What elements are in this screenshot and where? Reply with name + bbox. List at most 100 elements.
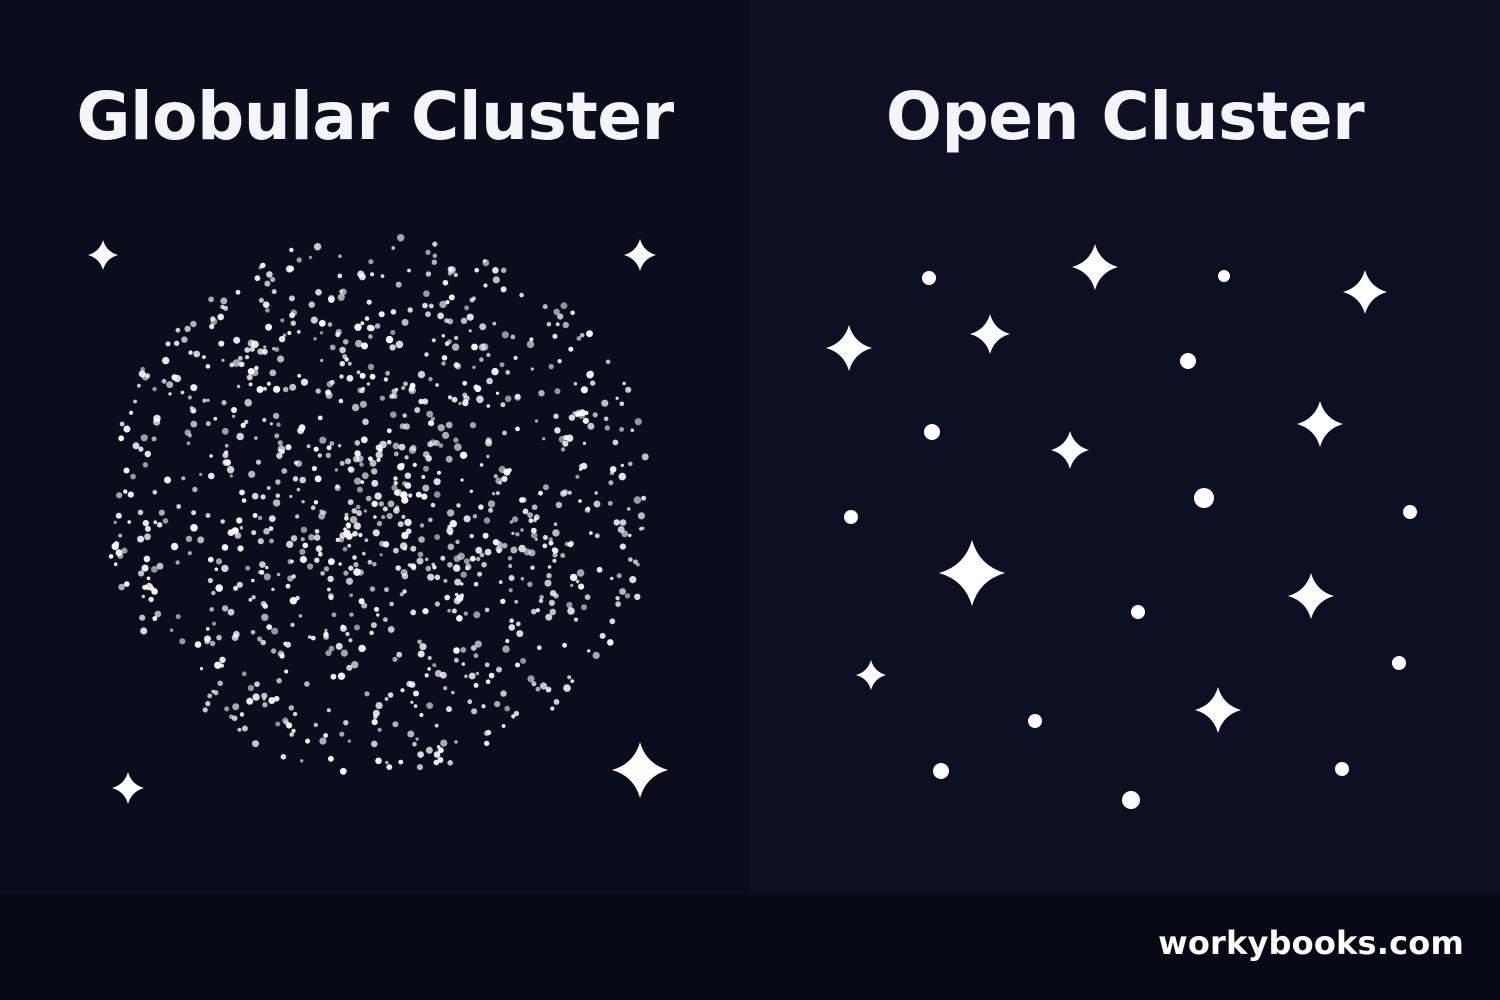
dot-star-icon [1194, 488, 1214, 508]
cluster-star-dot [168, 392, 172, 396]
cluster-star-dot [562, 321, 569, 329]
cluster-star-dot [447, 608, 451, 613]
cluster-star-dot [241, 725, 248, 732]
cluster-star-dot [300, 526, 308, 533]
cluster-star-dot [466, 313, 474, 321]
cluster-star-dot [601, 399, 609, 407]
cluster-star-dot [539, 594, 544, 600]
cluster-star-dot [481, 561, 487, 568]
cluster-star-dot [185, 535, 193, 543]
cluster-star-dot [422, 608, 429, 615]
cluster-star-dot [379, 540, 386, 547]
cluster-star-dot [252, 740, 259, 748]
cluster-star-dot [240, 712, 244, 716]
cluster-star-dot [416, 557, 424, 565]
cluster-star-dot [384, 697, 389, 701]
cluster-star-dot [356, 370, 361, 375]
cluster-star-dot [288, 295, 295, 302]
cluster-star-dot [272, 499, 281, 507]
cluster-star-dot [268, 697, 276, 704]
cluster-star-dot [400, 491, 408, 499]
cluster-star-dot [408, 386, 415, 392]
cluster-star-dot [383, 617, 388, 622]
cluster-star-dot [216, 634, 222, 641]
cluster-star-dot [552, 333, 558, 339]
cluster-star-dot [263, 528, 270, 535]
cluster-star-dot [426, 410, 434, 418]
dot-star-icon [922, 271, 936, 285]
cluster-star-dot [557, 313, 564, 320]
cluster-star-dot [573, 381, 578, 386]
cluster-star-dot [189, 406, 194, 410]
cluster-star-dot [187, 551, 192, 556]
cluster-star-dot [408, 493, 413, 498]
cluster-star-dot [407, 563, 412, 567]
cluster-star-dot [254, 436, 258, 440]
cluster-star-dot [318, 512, 326, 520]
cluster-star-dot [317, 415, 323, 421]
cluster-star-dot [346, 524, 351, 529]
cluster-star-dot [190, 320, 197, 328]
cluster-star-dot [413, 690, 419, 697]
cluster-star-dot [404, 518, 412, 527]
cluster-star-dot [495, 477, 502, 485]
cluster-star-dot [410, 609, 417, 616]
cluster-star-dot [528, 549, 536, 557]
cluster-star-dot [213, 416, 218, 421]
cluster-star-dot [392, 656, 398, 662]
cluster-star-dot [251, 369, 259, 377]
cluster-star-dot [351, 532, 356, 537]
cluster-star-dot [453, 437, 459, 443]
cluster-star-dot [385, 370, 390, 376]
cluster-star-dot [358, 598, 365, 605]
cluster-star-dot [460, 582, 464, 586]
cluster-star-dot [346, 374, 354, 382]
cluster-star-dot [347, 499, 354, 505]
cluster-star-dot [460, 571, 467, 578]
cluster-star-dot [338, 536, 345, 543]
cluster-star-dot [473, 384, 479, 390]
cluster-star-dot [437, 470, 441, 475]
cluster-star-dot [383, 377, 389, 382]
cluster-star-dot [475, 546, 483, 554]
cluster-star-dot [464, 305, 470, 311]
cluster-star-dot [386, 428, 392, 434]
cluster-star-dot [296, 330, 301, 334]
cluster-star-dot [580, 333, 585, 338]
cluster-star-dot [296, 257, 302, 263]
cluster-star-dot [419, 643, 427, 651]
cluster-star-dot [425, 565, 432, 572]
cluster-star-dot [440, 739, 448, 747]
cluster-star-dot [550, 706, 555, 711]
cluster-star-dot [327, 322, 333, 327]
cluster-star-dot [562, 642, 567, 648]
cluster-star-dot [359, 462, 364, 467]
cluster-star-dot [502, 430, 507, 436]
cluster-star-dot [337, 273, 343, 279]
cluster-star-dot [454, 335, 459, 340]
cluster-star-dot [504, 395, 512, 403]
cluster-star-dot [474, 267, 480, 273]
cluster-star-dot [515, 393, 521, 399]
cluster-star-dot [641, 495, 647, 501]
cluster-star-dot [295, 514, 300, 519]
cluster-star-dot [620, 463, 624, 468]
cluster-star-dot [342, 546, 348, 552]
dot-star-icon [1131, 605, 1145, 619]
cluster-star-dot [152, 490, 158, 495]
cluster-star-dot [318, 319, 326, 327]
cluster-star-dot [156, 562, 164, 570]
sparkle-star-icon [612, 742, 668, 798]
cluster-star-dot [367, 363, 375, 371]
cluster-star-dot [393, 480, 398, 486]
cluster-star-dot [170, 542, 179, 551]
cluster-star-dot [454, 363, 462, 370]
cluster-star-dot [368, 334, 373, 339]
cluster-star-dot [481, 343, 489, 351]
cluster-star-dot [619, 588, 626, 595]
cluster-star-dot [224, 450, 229, 455]
cluster-star-dot [260, 262, 266, 269]
cluster-star-dot [499, 362, 505, 368]
cluster-star-dot [291, 728, 296, 733]
cluster-star-dot [349, 516, 358, 524]
